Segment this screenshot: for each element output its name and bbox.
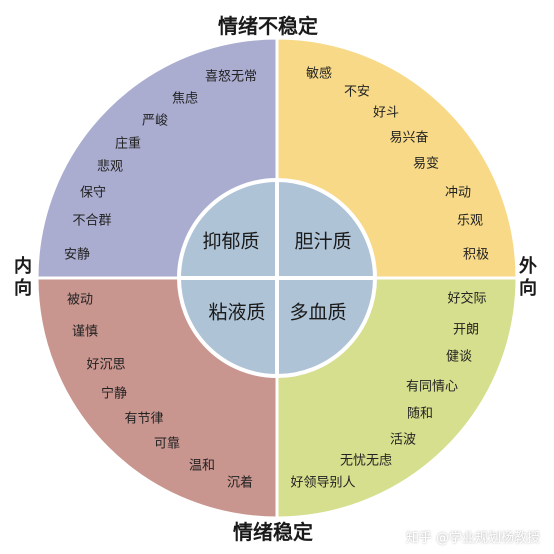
temperament-sanguine: 多血质: [289, 301, 347, 324]
trait-label-lower-left: 有节律: [124, 411, 164, 427]
trait-label-lower-left: 好沉思: [86, 357, 126, 373]
trait-label-upper-right: 易变: [412, 156, 440, 172]
trait-label-upper-right: 敏感: [305, 66, 333, 82]
trait-label-lower-right: 无忧无虑: [339, 453, 393, 469]
temperament-phlegmatic: 粘液质: [208, 301, 266, 324]
axis-label-left: 内向: [14, 256, 32, 299]
trait-label-upper-left: 悲观: [96, 159, 124, 175]
axis-label-right: 外向: [519, 256, 537, 299]
trait-label-lower-right: 随和: [406, 406, 434, 422]
trait-label-upper-right: 乐观: [456, 213, 484, 229]
trait-label-lower-right: 健谈: [445, 349, 473, 365]
trait-label-lower-left: 可靠: [153, 436, 181, 452]
trait-label-upper-right: 好斗: [372, 105, 400, 121]
trait-label-upper-left: 严峻: [141, 113, 169, 129]
trait-label-lower-right: 开朗: [452, 322, 480, 338]
trait-label-upper-right: 易兴奋: [389, 130, 429, 146]
trait-label-upper-left: 不合群: [72, 213, 112, 229]
trait-label-lower-right: 好交际: [447, 291, 487, 307]
trait-label-lower-left: 被动: [66, 292, 94, 308]
trait-label-upper-right: 冲动: [444, 185, 472, 201]
trait-label-lower-right: 好领导别人: [290, 475, 356, 491]
trait-label-upper-right: 积极: [462, 247, 490, 263]
trait-label-upper-left: 庄重: [114, 136, 142, 152]
trait-label-upper-left: 焦虑: [171, 91, 199, 107]
trait-label-upper-left: 喜怒无常: [204, 69, 258, 85]
trait-label-lower-left: 温和: [188, 458, 216, 474]
temperament-melancholic: 抑郁质: [202, 230, 260, 253]
trait-label-lower-left: 沉着: [226, 475, 254, 491]
temperament-choleric: 胆汁质: [294, 230, 352, 253]
trait-label-lower-right: 活波: [389, 432, 417, 448]
trait-label-lower-left: 谨慎: [71, 324, 99, 340]
axis-label-bottom: 情绪稳定: [233, 520, 313, 544]
trait-label-upper-left: 安静: [63, 247, 91, 263]
trait-label-upper-right: 不安: [343, 84, 371, 100]
watermark: 知乎 @学业规划杨教授: [405, 531, 540, 546]
trait-label-lower-right: 有同情心: [405, 379, 459, 395]
trait-label-upper-left: 保守: [79, 185, 107, 201]
axis-label-top: 情绪不稳定: [218, 14, 318, 38]
trait-label-lower-left: 宁静: [100, 386, 128, 402]
